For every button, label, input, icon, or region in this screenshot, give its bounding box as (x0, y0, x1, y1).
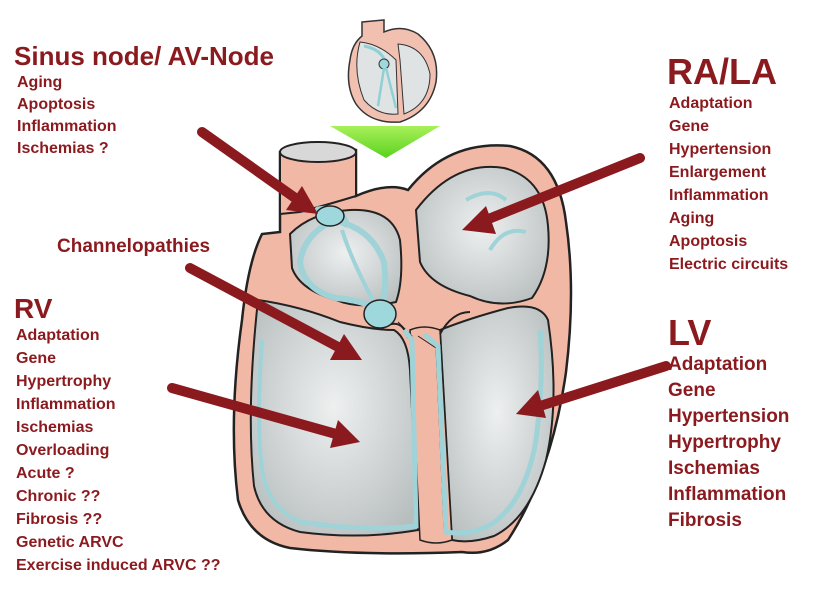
list-item: Fibrosis (668, 510, 742, 531)
thumbnail-heart-icon (347, 19, 438, 123)
list-item: Ischemias ? (17, 140, 109, 157)
list-item: Adaptation (669, 95, 753, 112)
list-item: Inflammation (669, 187, 769, 204)
list-item: Electric circuits (669, 256, 789, 273)
arrow-rala-icon (462, 153, 645, 234)
lv-title: LV (668, 312, 712, 353)
list-item: Ischemias (668, 458, 760, 479)
list-item: Hypertension (669, 141, 772, 158)
list-item: Overloading (16, 442, 110, 459)
list-item: Ischemias (16, 419, 94, 436)
list-item: Aging (17, 74, 63, 91)
arrows (167, 127, 671, 448)
list-item: Adaptation (16, 327, 100, 344)
ra-la-label-group: RA/LA Adaptation Gene Hypertension Enlar… (667, 52, 788, 276)
list-item: Adaptation (668, 354, 768, 375)
arrow-rv-icon (167, 383, 360, 448)
channelopathies-label: Channelopathies (57, 236, 211, 257)
list-item: Inflammation (668, 484, 787, 505)
zoom-arrow-icon (330, 126, 440, 158)
ra-la-title: RA/LA (667, 51, 777, 92)
list-item: Inflammation (17, 118, 117, 135)
list-item: Acute ? (16, 465, 75, 482)
rv-list: Adaptation Gene Hypertrophy Inflammation… (14, 324, 221, 577)
sinus-av-node-title: Sinus node/ AV-Node (14, 41, 275, 71)
list-item: Gene (668, 380, 716, 401)
rv-title: RV (14, 293, 53, 324)
list-item: Fibrosis ?? (16, 511, 103, 528)
lv-list: Adaptation Gene Hypertension Hypertrophy… (668, 352, 789, 534)
sinus-av-node-list: Aging Apoptosis Inflammation Ischemias ? (14, 72, 274, 160)
rv-label-group: RV Adaptation Gene Hypertrophy Inflammat… (14, 294, 221, 577)
list-item: Gene (669, 118, 710, 135)
arrow-sinus-icon (197, 127, 318, 214)
list-item: Inflammation (16, 396, 116, 413)
list-item: Chronic ?? (16, 488, 101, 505)
list-item: Apoptosis (17, 96, 96, 113)
list-item: Aging (669, 210, 715, 227)
list-item: Hypertrophy (16, 373, 112, 390)
list-item: Apoptosis (669, 233, 748, 250)
list-item: Exercise induced ARVC ?? (16, 557, 221, 574)
list-item: Enlargement (669, 164, 766, 181)
list-item: Hypertension (668, 406, 790, 427)
heart-cross-section (232, 141, 573, 555)
list-item: Genetic ARVC (16, 534, 124, 551)
arrow-lv-icon (516, 361, 671, 418)
sinus-av-node-label-group: Sinus node/ AV-Node Aging Apoptosis Infl… (14, 40, 274, 160)
list-item: Hypertrophy (668, 432, 781, 453)
arrow-channelopathies-icon (185, 263, 362, 360)
ra-la-list: Adaptation Gene Hypertension Enlargement… (667, 92, 788, 276)
list-item: Gene (16, 350, 57, 367)
lv-label-group: LV Adaptation Gene Hypertension Hypertro… (668, 314, 789, 534)
